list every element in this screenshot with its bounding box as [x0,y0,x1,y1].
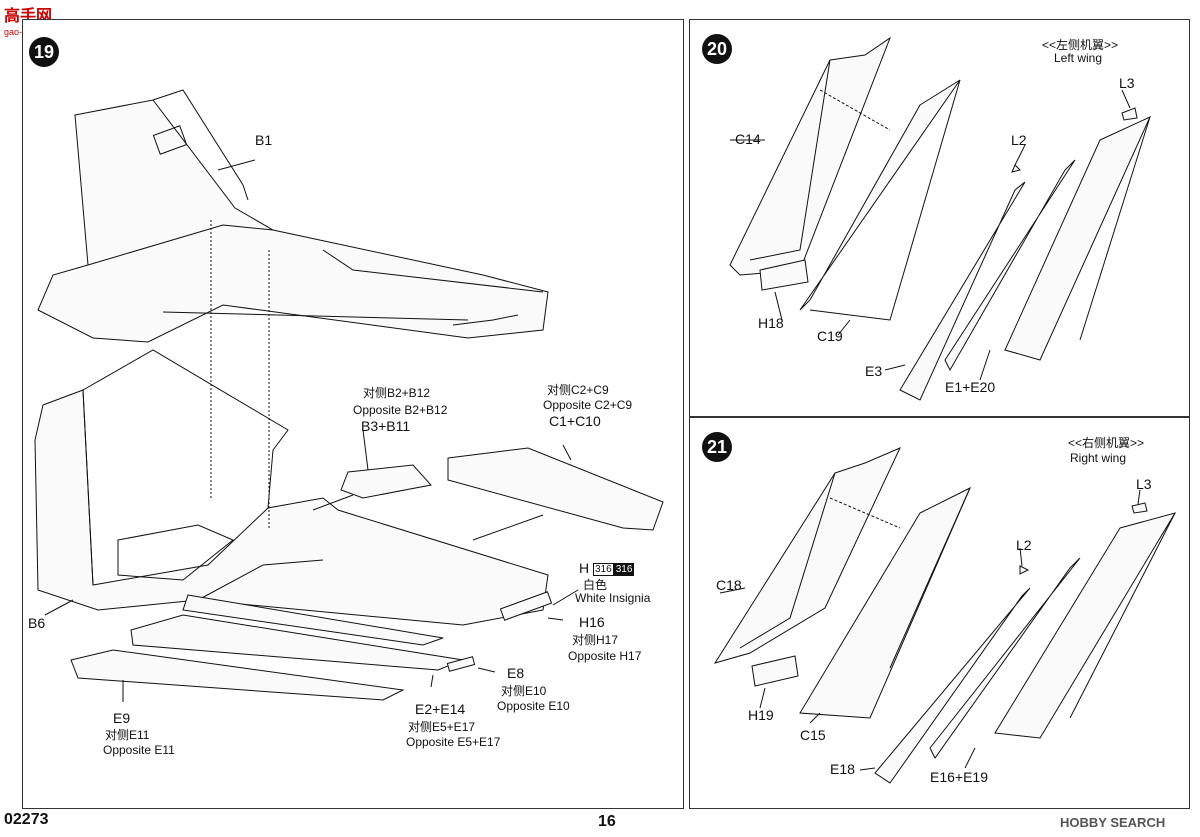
step-21-title-en: Right wing [1070,451,1127,465]
label-c14: C14 [735,131,761,147]
label-h-cn: 白色 [583,578,608,592]
label-e1e20: E1+E20 [945,379,996,395]
step-21-title-cn: <<右侧机翼>> [1068,436,1145,450]
label-b6: B6 [28,615,46,631]
left-wing-drawing [729,36,1152,401]
step-19-panel: 19 [22,19,684,809]
label-h16-cn: 对侧H17 [572,633,619,647]
label-e8: E8 [507,665,525,681]
step-20-title-cn: <<左侧机翼>> [1042,38,1119,52]
label-h-en: White Insignia [575,591,651,605]
wing-assembly-drawing [34,89,664,702]
insignia-code-filled: 316 [613,562,635,576]
label-c1c10-en: Opposite C2+C9 [543,398,633,412]
label-c18: C18 [716,577,742,593]
label-c1c10-cn: 对侧C2+C9 [547,383,609,397]
label-e8-en: Opposite E10 [497,699,570,713]
label-l2: L2 [1016,537,1032,553]
label-e18: E18 [830,761,855,777]
label-l3: L3 [1136,476,1152,492]
label-e9-en: Opposite E11 [103,743,175,757]
label-c15: C15 [800,727,826,743]
insignia-code-outline: 316 [593,562,614,576]
label-e2e14-cn: 对侧E5+E17 [408,720,476,734]
label-l3: L3 [1119,75,1135,91]
label-b3b11-en: Opposite B2+B12 [353,403,448,417]
label-c19: C19 [817,328,843,344]
watermark-hobby-search: HOBBY SEARCH [1060,815,1166,830]
label-e2e14-en: Opposite E5+E17 [406,735,501,749]
step-20-panel: 20 <<左侧机翼>> Left wing C14 L2 L3 H18 C19 … [689,19,1190,417]
label-e9-cn: 对侧E11 [105,728,150,742]
step-number-badge: 19 [29,37,59,67]
right-wing-drawing [713,447,1177,784]
label-h18: H18 [758,315,784,331]
label-h16: H16 [579,614,605,630]
label-e9: E9 [113,710,131,726]
label-c1c10: C1+C10 [549,413,601,429]
label-h16-en: Opposite H17 [568,649,642,663]
step-20-title-en: Left wing [1054,51,1103,65]
step-21-panel: 21 <<右侧机翼>> Right wing C18 L2 L3 H19 C15… [689,417,1190,809]
label-e2e14: E2+E14 [415,701,466,717]
page-number: 16 [598,813,616,830]
label-h-text: H [579,560,590,576]
label-b3b11: B3+B11 [361,418,411,434]
label-h19: H19 [748,707,774,723]
label-b3b11-cn: 对侧B2+B12 [363,386,431,400]
step-number-badge: 21 [702,432,732,462]
label-e3: E3 [865,363,883,379]
step-number-badge: 20 [702,34,732,64]
label-e16e19: E16+E19 [930,769,988,785]
label-b1: B1 [255,132,273,148]
label-e8-cn: 对侧E10 [501,684,547,698]
label-l2: L2 [1011,132,1027,148]
product-code: 02273 [4,811,49,828]
